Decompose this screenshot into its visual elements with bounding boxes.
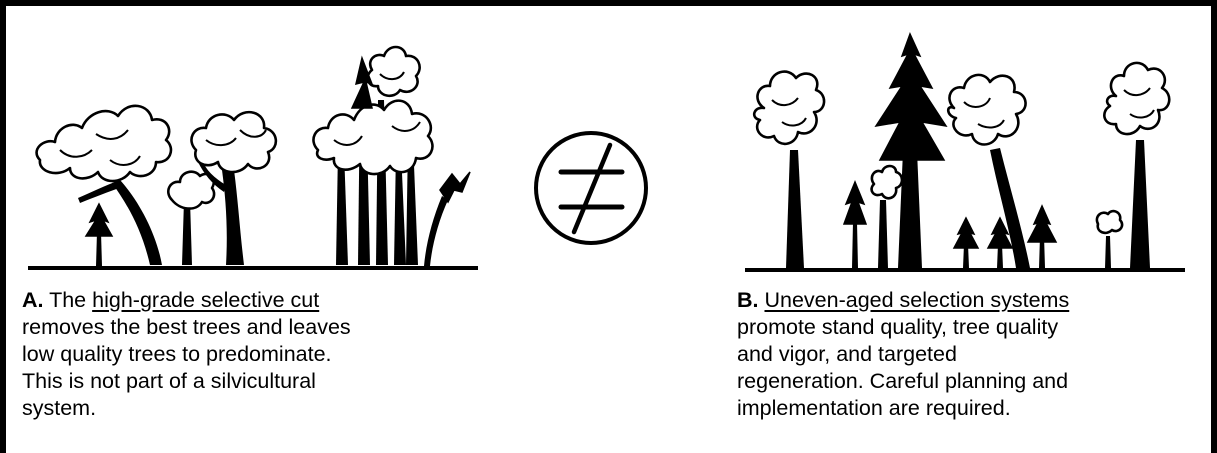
caption-panel-a: A. The high-grade selective cut removes … (22, 287, 351, 422)
tree-leaning-sapling (424, 172, 470, 266)
caption-a-first-line: A. The high-grade selective cut (22, 287, 351, 314)
caption-b-title: Uneven-aged selection systems (764, 288, 1069, 312)
tree-sapling-b5 (1028, 206, 1056, 268)
caption-b-line-2: and vigor, and targeted (737, 341, 1069, 368)
caption-b-first-line: B. Uneven-aged selection systems (737, 287, 1069, 314)
caption-a-label: A. (22, 288, 44, 312)
tree-tall-group (313, 47, 432, 265)
caption-b-label: B. (737, 288, 759, 312)
tree-middle-cluster (168, 112, 276, 265)
caption-panel-b: B. Uneven-aged selection systems promote… (737, 287, 1069, 422)
tree-sapling-b6 (1097, 211, 1122, 268)
caption-a-title: high-grade selective cut (92, 288, 319, 312)
caption-a-line-2: low quality trees to predominate. (22, 341, 351, 368)
caption-a-line-4: system. (22, 395, 351, 422)
tree-sapling-b1 (844, 182, 866, 268)
caption-a-line-1: removes the best trees and leaves (22, 314, 351, 341)
tree-small-conifer-a (86, 204, 112, 266)
caption-a-connector: The (49, 288, 86, 312)
tree-broadleaf-b1 (754, 72, 824, 268)
caption-a-line-3: This is not part of a silvicultural (22, 368, 351, 395)
caption-b-line-3: regeneration. Careful planning and (737, 368, 1069, 395)
tree-sapling-b2 (872, 166, 902, 268)
tree-leaning-left (37, 106, 171, 265)
not-equal-icon (536, 133, 646, 243)
tree-sapling-b3 (954, 218, 978, 268)
panel-a-illustration (28, 47, 478, 268)
caption-b-line-1: promote stand quality, tree quality (737, 314, 1069, 341)
tree-broadleaf-b3 (1104, 63, 1169, 268)
panel-b-illustration (745, 34, 1185, 270)
caption-b-line-4: implementation are required. (737, 395, 1069, 422)
